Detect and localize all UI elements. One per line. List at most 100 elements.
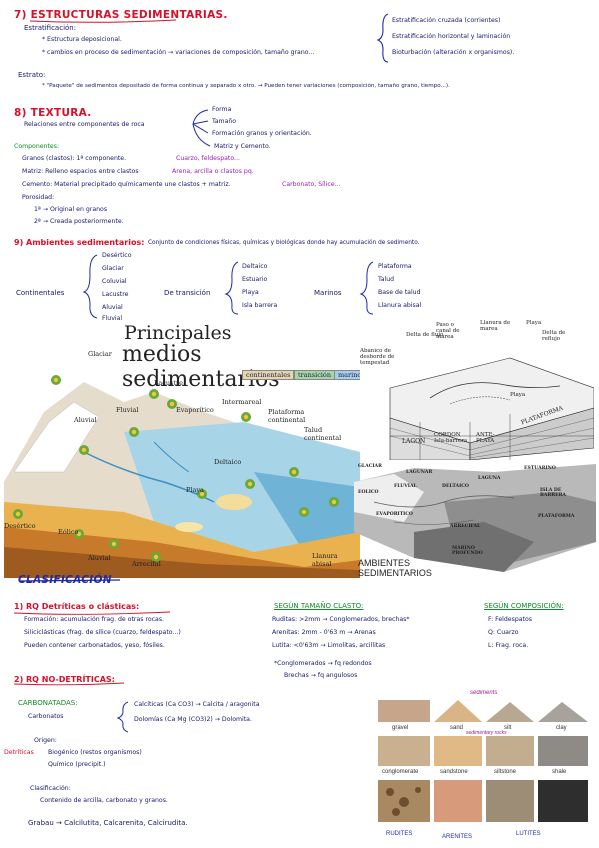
fig2-cordon: CORDON Isla-barrera xyxy=(434,432,468,444)
figure-title-1: Principales xyxy=(124,322,232,344)
fig1-deltaico: Deltaico xyxy=(214,458,242,466)
clasificacion-def: Contenido de arcilla, carbonato y granos… xyxy=(40,797,168,804)
cemento-example: Carbonato, Sílice... xyxy=(282,181,341,188)
fig4-shale: shale xyxy=(552,769,567,775)
trans-item-3: Playa xyxy=(242,289,259,296)
figure-sedimentos-rocas: sediments gravel sand silt clay sediment… xyxy=(370,690,596,846)
mar-item-1: Plataforma xyxy=(378,263,412,270)
fig4-conglomerate: conglomerate xyxy=(382,769,419,775)
composicion-title: SEGÚN COMPOSICIÓN: xyxy=(484,602,564,610)
brace-item-1: Estratificación cruzada (corrientes) xyxy=(392,17,501,24)
fig1-lacustre: Lacustre xyxy=(154,379,183,387)
fig1-glaciar: Glaciar xyxy=(88,350,112,358)
trans-item-2: Estuario xyxy=(242,276,268,283)
nota-conglomerados: *Conglomerados → fq redondos xyxy=(274,660,372,667)
marinos-label: Marinos xyxy=(314,289,342,297)
detriticas-contener: Pueden contener carbonatados, yeso, fósi… xyxy=(24,642,165,649)
origen-quimico: Químico (precipit.) xyxy=(48,761,106,768)
fig2-playa-top: Playa xyxy=(526,320,542,326)
fig4-gravel: gravel xyxy=(392,725,409,731)
componentes-label: Componentes: xyxy=(14,143,60,150)
trans-item-1: Deltaico xyxy=(242,263,268,270)
textura-branch-1: Forma xyxy=(212,106,232,113)
textura-branch-3: Formación granos y orientación. xyxy=(212,130,312,137)
fig2-abanico: Abanico de desborde de tempestad xyxy=(360,348,395,366)
fig3-glaciar: GLACIAR xyxy=(358,464,382,469)
fig3-marino-profundo: MARINO PROFUNDO xyxy=(452,546,483,556)
carbonatos-sub: Carbonatos xyxy=(28,713,64,720)
fig4-siltstone: siltstone xyxy=(494,769,517,775)
estrat-line-1: * Estructura deposicional. xyxy=(42,36,122,43)
porosidad-2: 2ª → Creada posteriormente. xyxy=(34,218,124,225)
fig3-caption: AMBIENTES SEDIMENTARIOS xyxy=(358,558,432,579)
granos-example: Cuarzo, feldespato... xyxy=(176,155,240,162)
cemento-line: Cemento: Material precipitado químicamen… xyxy=(22,181,231,188)
transicion-label: De transición xyxy=(164,289,211,297)
cont-item-3: Coluvial xyxy=(102,278,127,285)
fig1-aluvial: Aluvial xyxy=(74,416,97,424)
fig1-plataforma: Plataforma continental xyxy=(268,408,306,424)
fig3-estuarino: ESTUARINO xyxy=(524,466,556,471)
fig2-lagon: LAGON xyxy=(402,438,426,445)
fig2-playa: Playa xyxy=(510,392,526,398)
fig1-llanura-abisal: Llanura abisal xyxy=(312,552,338,568)
fig2-ante-playa: ANTE-PLAYA xyxy=(476,432,495,444)
textura-branch-4: Matriz y Cemento. xyxy=(214,143,271,150)
figure-medios-sedimentarios: Principales medios sedimentarios contine… xyxy=(4,322,360,578)
fig1-fluvial: Fluvial xyxy=(116,406,139,414)
ruditas: Ruditas: >2mm → Conglomerados, brechas* xyxy=(272,616,410,623)
fig2-delta-flujo: Delta de flujo xyxy=(406,332,444,338)
textura-branch-2: Tamaño xyxy=(212,118,237,125)
fig1-playa: Playa xyxy=(186,486,204,494)
cont-item-4: Lacustre xyxy=(102,291,129,298)
lutitas: Lutita: <0'63m → Limolitas, arcillitas xyxy=(272,642,386,649)
section-7-title: 7) ESTRUCTURAS SEDIMENTARIAS. xyxy=(14,9,228,21)
fig4-sand: sand xyxy=(450,725,464,731)
fig3-evaporitico: EVAPORITICO xyxy=(376,512,413,517)
composicion-l: L: Frag. roca. xyxy=(488,642,529,649)
grabau: Grabau → Calcilutita, Calcarenita, Calci… xyxy=(28,819,188,827)
legend-continentales: continentales xyxy=(242,370,295,380)
nota-brechas: Brechas → fq angulosos xyxy=(284,672,358,679)
fig2-delta-reflujo: Delta de reflujo xyxy=(542,330,566,342)
fig2-llanura-marea: Llanura de marea xyxy=(480,320,511,332)
brace-item-2: Estratificación horizontal y laminación xyxy=(392,33,511,40)
fig1-arrecifal: Arrecifal xyxy=(132,560,161,568)
cont-item-5: Aluvial xyxy=(102,304,123,311)
origen-biogenico: Biogénico (restos organismos) xyxy=(48,749,142,756)
textura-def: Relaciones entre componentes de roca xyxy=(24,121,145,128)
estrato-label: Estrato: xyxy=(18,71,46,79)
section-8-title: 8) TEXTURA. xyxy=(14,107,92,119)
calciticas: Calcíticas (Ca CO3) → Calcita / aragonit… xyxy=(134,701,260,708)
cont-item-6: Fluvial xyxy=(102,315,123,322)
estrat-line-2: * cambios en proceso de sedimentación → … xyxy=(42,49,315,56)
mar-item-3: Base de talud xyxy=(378,289,421,296)
detriticas-side: Detríticas xyxy=(4,749,34,756)
dolomias: Dolomías (Ca Mg (CO3)2) → Dolomita. xyxy=(134,716,252,723)
detriticas-title: 1) RQ Detríticas o clásticas: xyxy=(14,602,140,611)
detriticas-formacion: Formación: acumulación frag. de otras ro… xyxy=(24,616,165,623)
fig2-canal-marea: Paso o canal de marea xyxy=(436,322,460,340)
fig1-aluvial-2: Aluvial xyxy=(88,554,111,562)
clasificacion-title: CLASIFICACIÓN xyxy=(18,574,112,586)
estrato-definition: * "Paquete" de sedimentos depositado de … xyxy=(42,83,450,89)
matriz-line: Matriz: Relleno espacios entre clastos xyxy=(22,168,139,175)
fig1-evaporitico: Evaporítico xyxy=(176,406,214,414)
detriticas-siliciclasticas: Siliciclásticas (frag. de sílice (cuarzo… xyxy=(24,629,181,636)
origen-label: Origen: xyxy=(34,737,57,744)
continentales-label: Continentales xyxy=(16,289,65,297)
fig3-deltaico: DELTAICO xyxy=(442,484,469,489)
tamano-title: SEGÚN TAMAÑO CLASTO: xyxy=(274,602,364,610)
granos-line: Granos (clastos): 1ª componente. xyxy=(22,155,127,162)
fig1-talud: Talud continental xyxy=(304,426,342,442)
no-detriticas-title: 2) RQ NO-DETRÍTICAS: xyxy=(14,675,115,684)
mar-item-2: Talud xyxy=(378,276,395,283)
figure-isla-barrera: Delta de flujo Paso o canal de marea Lla… xyxy=(360,318,594,460)
brace-item-3: Bioturbación (alteración x organismos). xyxy=(392,49,515,56)
fig3-isla-barrera: ISLA DE BARRERA xyxy=(540,488,566,498)
matriz-example: Arena, arcilla o clastos pq. xyxy=(172,168,254,175)
figure-ambientes-relieve: GLACIAR LAGUNAR FLUVIAL DELTAICO ESTUARI… xyxy=(354,462,596,588)
cont-item-2: Glaciar xyxy=(102,265,124,272)
fig4-clay: clay xyxy=(556,725,567,731)
ambientes-def: Conjunto de condiciones físicas, química… xyxy=(148,240,420,246)
